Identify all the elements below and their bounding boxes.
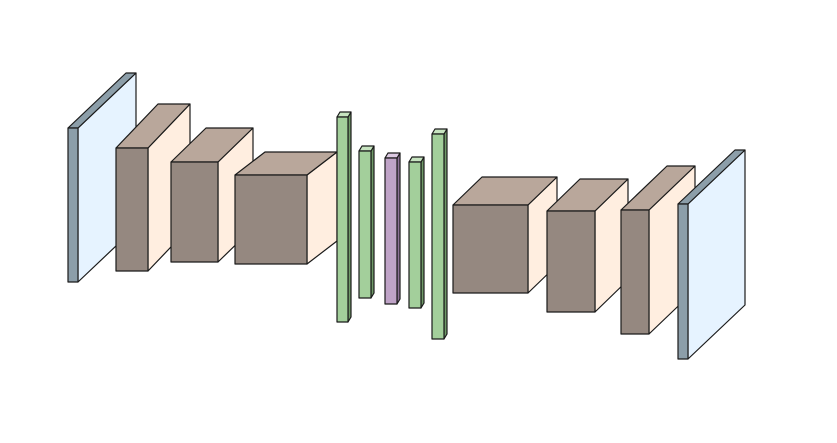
output-image-plane bbox=[677, 149, 746, 360]
encoder-conv-3-front-face bbox=[234, 174, 308, 265]
input-image-plane-front-face bbox=[67, 127, 79, 283]
dense-layer-3 bbox=[408, 156, 425, 309]
bottleneck-layer-front-face bbox=[384, 157, 398, 305]
output-image-plane-front-face bbox=[677, 203, 689, 360]
dense-layer-3-front-face bbox=[408, 161, 422, 309]
dense-layer-1 bbox=[336, 111, 352, 323]
bottleneck-layer-top-face bbox=[384, 152, 401, 159]
decoder-conv-3-front-face bbox=[620, 209, 650, 335]
dense-layer-4 bbox=[431, 128, 448, 340]
encoder-conv-1-front-face bbox=[115, 147, 149, 272]
dense-layer-1-front-face bbox=[336, 116, 349, 323]
decoder-conv-1 bbox=[452, 176, 558, 294]
decoder-conv-2-front-face bbox=[546, 210, 596, 313]
dense-layer-2 bbox=[358, 145, 375, 299]
dense-layer-1-top-face bbox=[336, 111, 352, 118]
dense-layer-2-front-face bbox=[358, 150, 372, 299]
decoder-conv-1-front-face bbox=[452, 204, 529, 294]
dense-layer-3-top-face bbox=[408, 156, 425, 163]
bottleneck-layer bbox=[384, 152, 401, 305]
encoder-conv-2-front-face bbox=[170, 161, 219, 263]
output-image-plane-side-face bbox=[687, 149, 746, 360]
decoder-conv-2 bbox=[546, 178, 629, 313]
dense-layer-4-top-face bbox=[431, 128, 448, 135]
dense-layer-4-front-face bbox=[431, 133, 445, 340]
encoder-conv-3 bbox=[234, 151, 338, 265]
dense-layer-2-top-face bbox=[358, 145, 375, 152]
